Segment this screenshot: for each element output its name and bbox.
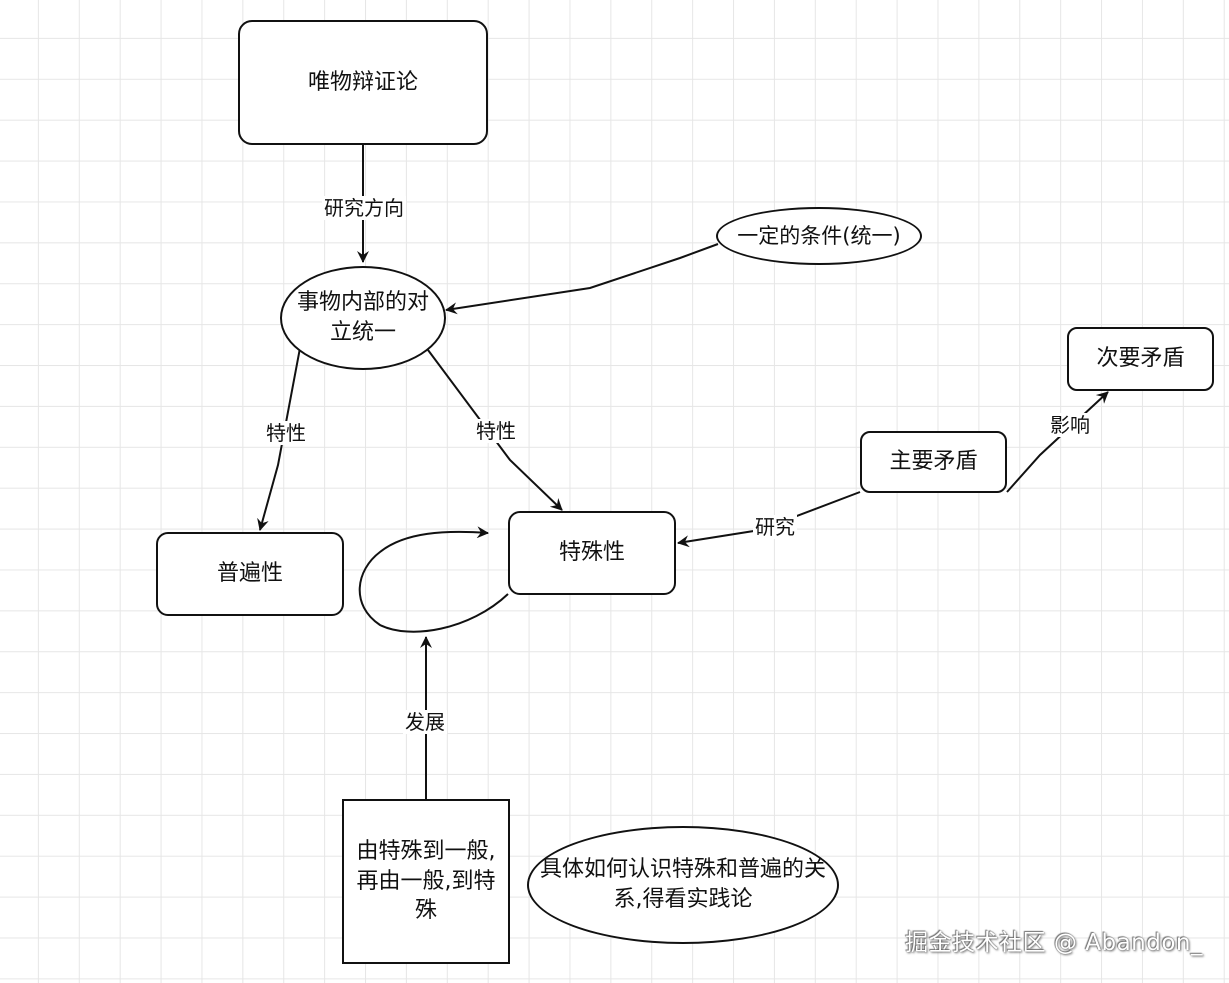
node-cycle-label: 由特殊到一般,再由一般,到特殊 — [356, 838, 496, 924]
edge-unity-to-universality — [257, 347, 301, 531]
node-particularity-label: 特殊性 — [558, 540, 625, 566]
node-principal-contradiction[interactable]: 主要矛盾 — [860, 431, 1007, 493]
node-unity-of-opposites[interactable]: 事物内部的对立统一 — [280, 266, 446, 370]
edge-unity-to-particularity — [427, 349, 563, 511]
node-dialectics-label: 唯物辩证论 — [307, 69, 418, 95]
edge-principal-to-secondary — [1006, 391, 1109, 493]
edge-label-influence: 影响 — [1048, 413, 1092, 437]
watermark: 掘金技术社区 @ Abandon_ — [905, 930, 1203, 956]
edge-label-property-right: 特性 — [474, 419, 518, 443]
edge-cycle-loop — [358, 526, 509, 633]
node-practice[interactable]: 具体如何认识特殊和普遍的关系,得看实践论 — [527, 826, 839, 944]
node-universality[interactable]: 普遍性 — [156, 532, 344, 616]
node-unity-of-opposites-label: 事物内部的对立统一 — [296, 290, 429, 345]
node-condition-label: 一定的条件(统一) — [737, 223, 901, 248]
edge-label-development: 发展 — [403, 710, 447, 734]
node-particularity[interactable]: 特殊性 — [508, 511, 676, 595]
node-dialectics[interactable]: 唯物辩证论 — [238, 20, 488, 145]
node-universality-label: 普遍性 — [216, 561, 283, 587]
node-cycle[interactable]: 由特殊到一般,再由一般,到特殊 — [342, 799, 510, 964]
edge-condition-to-unity — [445, 243, 719, 315]
node-secondary-contradiction-label: 次要矛盾 — [1096, 346, 1185, 372]
edge-label-property-left: 特性 — [264, 421, 308, 445]
edge-label-research: 研究 — [753, 515, 797, 539]
node-practice-label: 具体如何认识特殊和普遍的关系,得看实践论 — [539, 857, 826, 912]
edge-label-research-direction: 研究方向 — [322, 196, 406, 220]
node-principal-contradiction-label: 主要矛盾 — [889, 449, 978, 475]
node-condition[interactable]: 一定的条件(统一) — [716, 207, 922, 265]
node-secondary-contradiction[interactable]: 次要矛盾 — [1067, 327, 1214, 391]
